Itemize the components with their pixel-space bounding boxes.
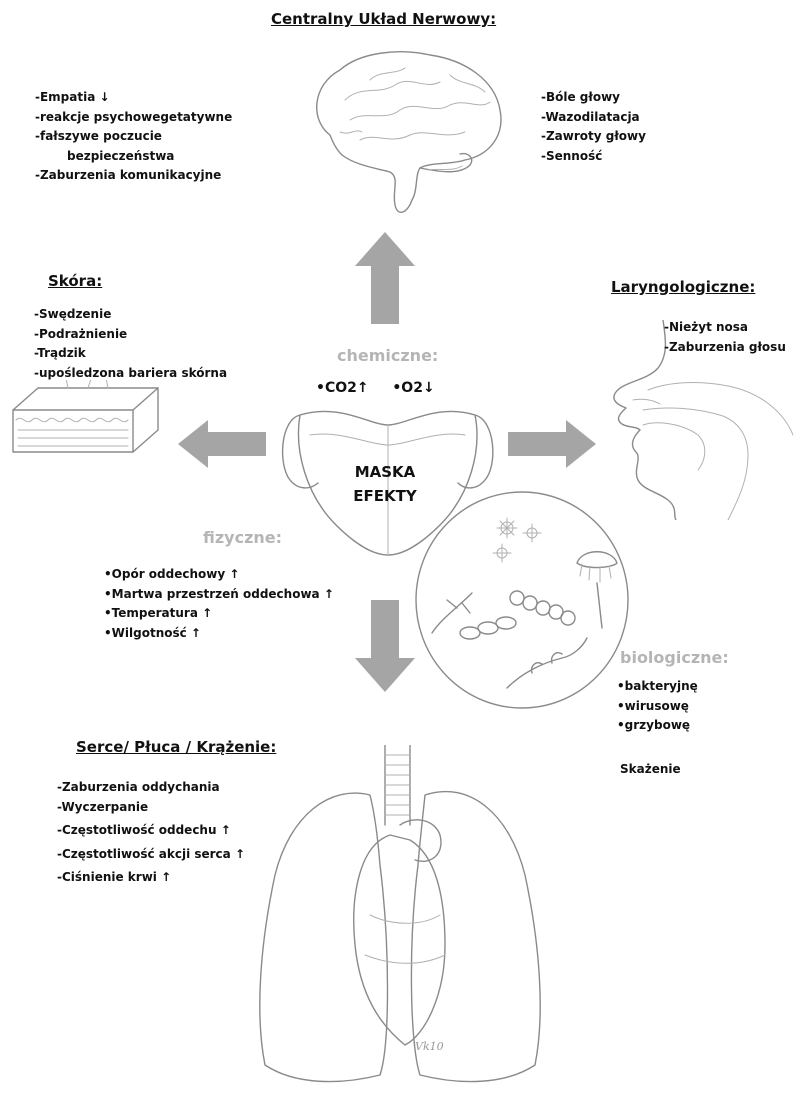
list-item: -Zaburzenia oddychania <box>57 778 245 798</box>
o2-value: •O2↓ <box>392 380 434 396</box>
microbes-illustration <box>412 488 632 713</box>
list-item: -Częstotliwość oddechu ↑ <box>57 821 245 841</box>
mask-label-line2: EFEKTY <box>330 484 440 508</box>
physical-label: fizyczne: <box>203 528 282 547</box>
list-item: -Częstotliwość akcji serca ↑ <box>57 845 245 865</box>
list-item: -Senność <box>541 147 646 167</box>
brain-illustration <box>300 40 515 230</box>
list-item: -Zaburzenia głosu <box>664 338 786 358</box>
arrow-up <box>355 232 415 324</box>
arrow-right <box>508 420 596 468</box>
list-item: •Opór oddechowy ↑ <box>104 565 334 585</box>
laryngo-title: Laryngologiczne: <box>611 278 755 296</box>
list-item: -Zawroty głowy <box>541 127 646 147</box>
contamination-label: Skażenie <box>620 760 681 780</box>
list-item: -Podrażnienie <box>34 325 227 345</box>
laryngo-list: -Nieżyt nosa -Zaburzenia głosu <box>664 318 786 357</box>
cns-left-list: -Empatia ↓ -reakcje psychowegetatywne -f… <box>35 88 232 186</box>
biological-label: biologiczne: <box>620 648 729 667</box>
list-item: -Ciśnienie krwi ↑ <box>57 868 245 888</box>
chemical-label: chemiczne: <box>337 346 438 365</box>
skin-list: -Swędzenie -Podrażnienie -Trądzik -upośl… <box>34 305 227 383</box>
list-item: -Bóle głowy <box>541 88 646 108</box>
list-item: •bakteryjnę <box>617 677 698 697</box>
list-item: •Wilgotność ↑ <box>104 624 334 644</box>
heart-lungs-list: -Zaburzenia oddychania -Wyczerpanie -Czę… <box>57 778 245 888</box>
chemical-values: •CO2↑ •O2↓ <box>316 380 435 396</box>
list-item: •Temperatura ↑ <box>104 604 334 624</box>
co2-value: •CO2↑ <box>316 380 369 396</box>
list-item: •grzybowę <box>617 716 698 736</box>
heart-lungs-illustration <box>240 745 550 1090</box>
heart-lungs-title: Serce/ Płuca / Krążenie: <box>76 738 276 756</box>
arrow-down <box>355 600 415 692</box>
list-item: -Nieżyt nosa <box>664 318 786 338</box>
cns-title: Centralny Układ Nerwowy: <box>271 10 496 28</box>
list-item: -Zaburzenia komunikacyjne <box>35 166 232 186</box>
list-item: -Trądzik <box>34 344 227 364</box>
list-item: -reakcje psychowegetatywne <box>35 108 232 128</box>
list-item: bezpieczeństwa <box>35 147 232 167</box>
skin-title: Skóra: <box>48 272 102 290</box>
biological-list: •bakteryjnę •wirusowę •grzybowę <box>617 677 698 736</box>
mask-label: MASKA EFEKTY <box>330 460 440 508</box>
list-item: -fałszywe poczucie <box>35 127 232 147</box>
list-item: •wirusowę <box>617 697 698 717</box>
arrow-left <box>178 420 266 468</box>
list-item: -Wyczerpanie <box>57 798 245 818</box>
list-item: •Martwa przestrzeń oddechowa ↑ <box>104 585 334 605</box>
cns-right-list: -Bóle głowy -Wazodilatacja -Zawroty głow… <box>541 88 646 166</box>
list-item: -Empatia ↓ <box>35 88 232 108</box>
list-item: -upośledzona bariera skórna <box>34 364 227 384</box>
list-item: -Wazodilatacja <box>541 108 646 128</box>
list-item: -Swędzenie <box>34 305 227 325</box>
artist-signature: Vk10 <box>415 1040 444 1053</box>
skin-illustration <box>8 380 168 460</box>
physical-list: •Opór oddechowy ↑ •Martwa przestrzeń odd… <box>104 565 334 643</box>
mask-label-line1: MASKA <box>330 460 440 484</box>
